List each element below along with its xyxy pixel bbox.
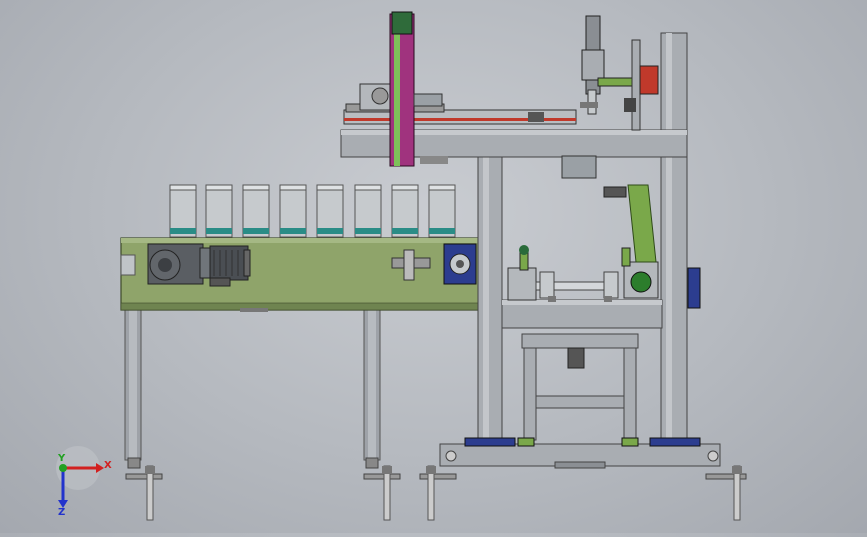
can-4 [279,184,307,238]
main-frame [340,32,747,521]
foot-base-right [705,450,747,521]
foot-mid [363,457,401,521]
axis-z-label: Z [58,507,65,518]
frame-column-right [660,32,688,446]
axis-x-label: X [104,460,112,471]
cans-row [169,184,456,238]
can-7 [391,184,419,238]
foot-left [125,457,163,521]
foot-base-left [419,450,457,521]
can-1 [169,184,197,238]
frame-column-left [477,156,503,446]
axis-y-label: Y [57,453,66,464]
bearing-block [391,243,477,285]
belt-drive [603,184,701,309]
can-5 [316,184,344,238]
coordinate-triad: X Y Z [56,446,112,518]
can-6 [354,184,382,238]
can-2 [205,184,233,238]
conveyor-assembly [120,237,482,521]
spindle-assembly [507,245,659,302]
gantry-top [343,11,659,179]
gear-motor [147,243,251,287]
z-axis-column [389,13,415,167]
can-8 [428,184,456,238]
can-3 [242,184,270,238]
